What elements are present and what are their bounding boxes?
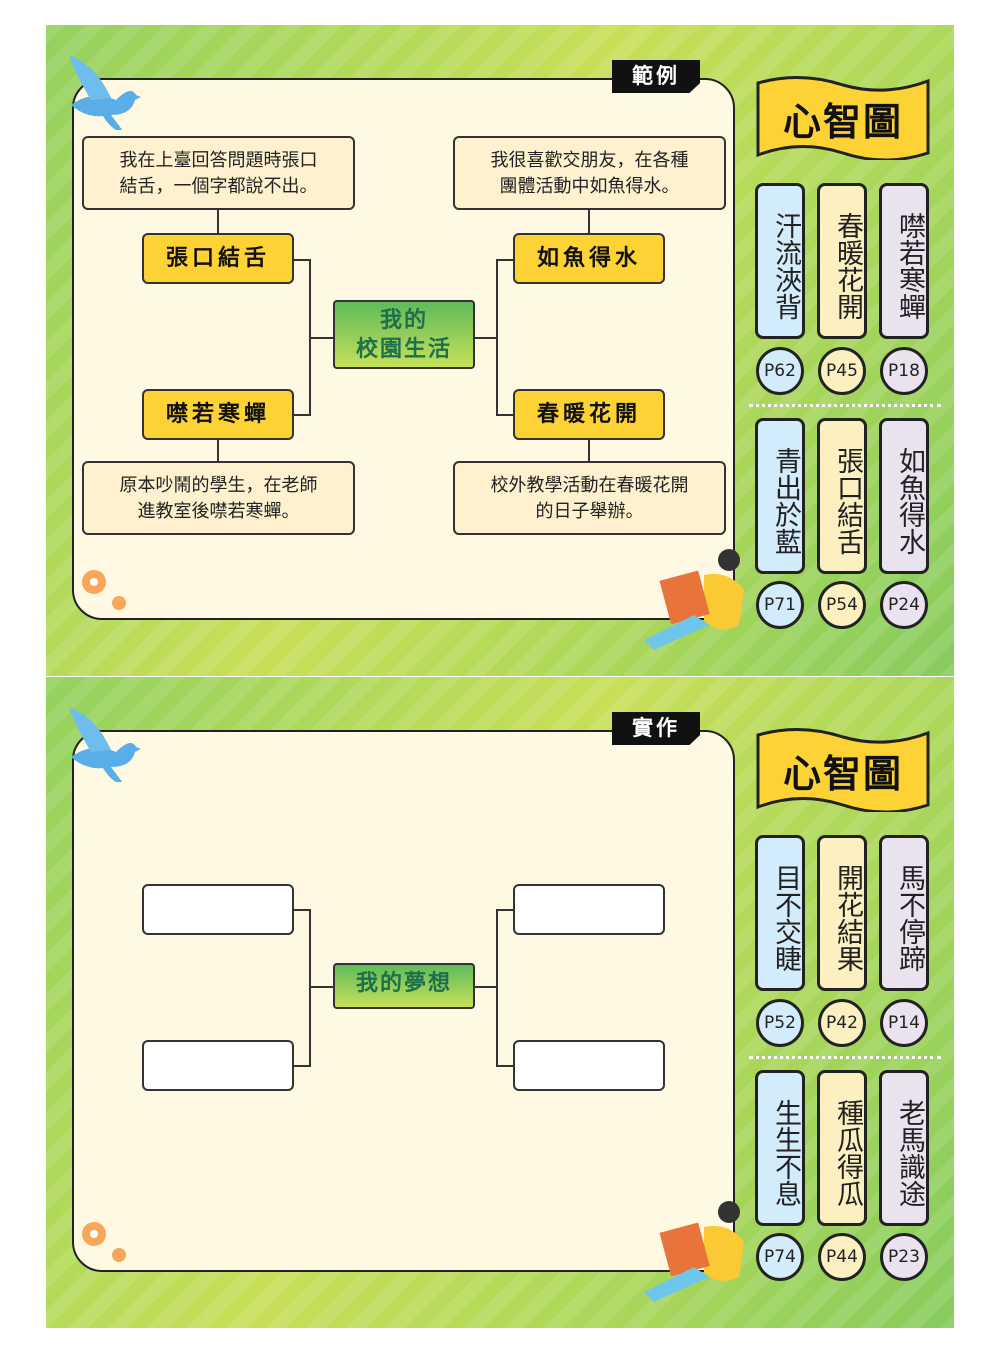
idiom-card: 生生不息: [755, 1070, 805, 1226]
connector: [294, 1065, 311, 1067]
page-badge: P71: [756, 581, 804, 629]
sentence-line: 校外教學活動在春暖花開: [490, 475, 689, 496]
center-line: 我的: [379, 308, 428, 333]
blank-node-left-top[interactable]: [142, 884, 294, 935]
connector: [496, 1065, 513, 1067]
sentence-line: 原本吵鬧的學生，在老師: [119, 475, 318, 496]
connector: [588, 439, 590, 462]
idiom-card: 馬不停蹄: [879, 835, 929, 991]
idiom-node-left-bottom: 噤若寒蟬: [142, 389, 294, 440]
idiom-node-right-bottom: 春暖花開: [513, 389, 665, 440]
banner-ribbon: [756, 76, 930, 160]
connector: [474, 986, 498, 988]
idiom-card: 春暖花開: [817, 183, 867, 339]
center-line: 我的夢想: [355, 971, 452, 996]
page-badge: P54: [818, 581, 866, 629]
sentence-line: 我在上臺回答問題時張口: [119, 150, 318, 171]
page-badge: P18: [880, 347, 928, 395]
page-badge: P74: [756, 1233, 804, 1281]
sentence-box-left-top: 我在上臺回答問題時張口結舌，一個字都說不出。: [82, 136, 355, 210]
connector: [588, 209, 590, 234]
page-badge: P52: [756, 999, 804, 1047]
idiom-card: 開花結果: [817, 835, 867, 991]
sentence-box-right-top: 我很喜歡交朋友，在各種團體活動中如魚得水。: [453, 136, 726, 210]
idiom-card: 種瓜得瓜: [817, 1070, 867, 1226]
idiom-node-right-top: 如魚得水: [513, 233, 665, 284]
connector: [309, 909, 311, 1067]
idiom-card: 汗流浹背: [755, 183, 805, 339]
sentence-line: 進教室後噤若寒蟬。: [137, 501, 300, 522]
girl-reading-icon: [644, 549, 744, 650]
connector: [294, 909, 311, 911]
bird-icon: [69, 55, 141, 130]
example-panel: 範例 我在上臺回答問題時張口結舌，一個字都說不出。 我很喜歡交朋友，在各種團體活…: [46, 25, 954, 676]
connector: [496, 909, 513, 911]
connector: [496, 909, 498, 1067]
banner-ribbon: [756, 728, 930, 812]
connector: [309, 986, 334, 988]
sentence-line: 的日子舉辦。: [535, 501, 644, 522]
idiom-card: 老馬識途: [879, 1070, 929, 1226]
girl-reading-icon: [644, 1201, 744, 1302]
banner-title: 心智圖: [782, 752, 903, 796]
sentence-line: 團體活動中如魚得水。: [499, 176, 680, 197]
connector: [309, 337, 334, 339]
connector: [217, 439, 219, 462]
idiom-node-left-top: 張口結舌: [142, 233, 294, 284]
connector: [294, 259, 311, 261]
page-badge: P62: [756, 347, 804, 395]
page-badge: P23: [880, 1233, 928, 1281]
center-line: 校園生活: [355, 337, 452, 362]
flower-icon: [82, 1222, 126, 1262]
connector: [496, 259, 513, 261]
idiom-card: 青出於藍: [755, 418, 805, 574]
sentence-line: 結舌，一個字都說不出。: [119, 176, 318, 197]
dotted-divider: [749, 1056, 941, 1059]
connector: [496, 414, 513, 416]
bird-icon: [69, 707, 141, 782]
idiom-card: 如魚得水: [879, 418, 929, 574]
idiom-card: 張口結舌: [817, 418, 867, 574]
center-topic: 我的校園生活: [333, 300, 475, 369]
page-badge: P14: [880, 999, 928, 1047]
page-badge: P44: [818, 1233, 866, 1281]
practice-panel: 實作 我的夢想 心智圖 目不交睫 開花結果 馬不停蹄 P52 P42 P14 生…: [46, 677, 954, 1328]
page-badge: P42: [818, 999, 866, 1047]
connector: [294, 414, 311, 416]
panel-tag: 範例: [612, 60, 700, 93]
connector: [217, 209, 219, 234]
blank-node-left-bottom[interactable]: [142, 1040, 294, 1091]
connector: [474, 337, 498, 339]
idiom-card: 目不交睫: [755, 835, 805, 991]
banner-title: 心智圖: [782, 100, 903, 144]
sentence-line: 我很喜歡交朋友，在各種: [490, 150, 689, 171]
page-badge: P45: [818, 347, 866, 395]
center-topic: 我的夢想: [333, 963, 475, 1009]
blank-node-right-bottom[interactable]: [513, 1040, 665, 1091]
flower-icon: [82, 570, 126, 610]
idiom-card: 噤若寒蟬: [879, 183, 929, 339]
sentence-box-right-bottom: 校外教學活動在春暖花開的日子舉辦。: [453, 461, 726, 535]
panel-tag: 實作: [612, 712, 700, 745]
blank-node-right-top[interactable]: [513, 884, 665, 935]
page-badge: P24: [880, 581, 928, 629]
dotted-divider: [749, 404, 941, 407]
sentence-box-left-bottom: 原本吵鬧的學生，在老師進教室後噤若寒蟬。: [82, 461, 355, 535]
